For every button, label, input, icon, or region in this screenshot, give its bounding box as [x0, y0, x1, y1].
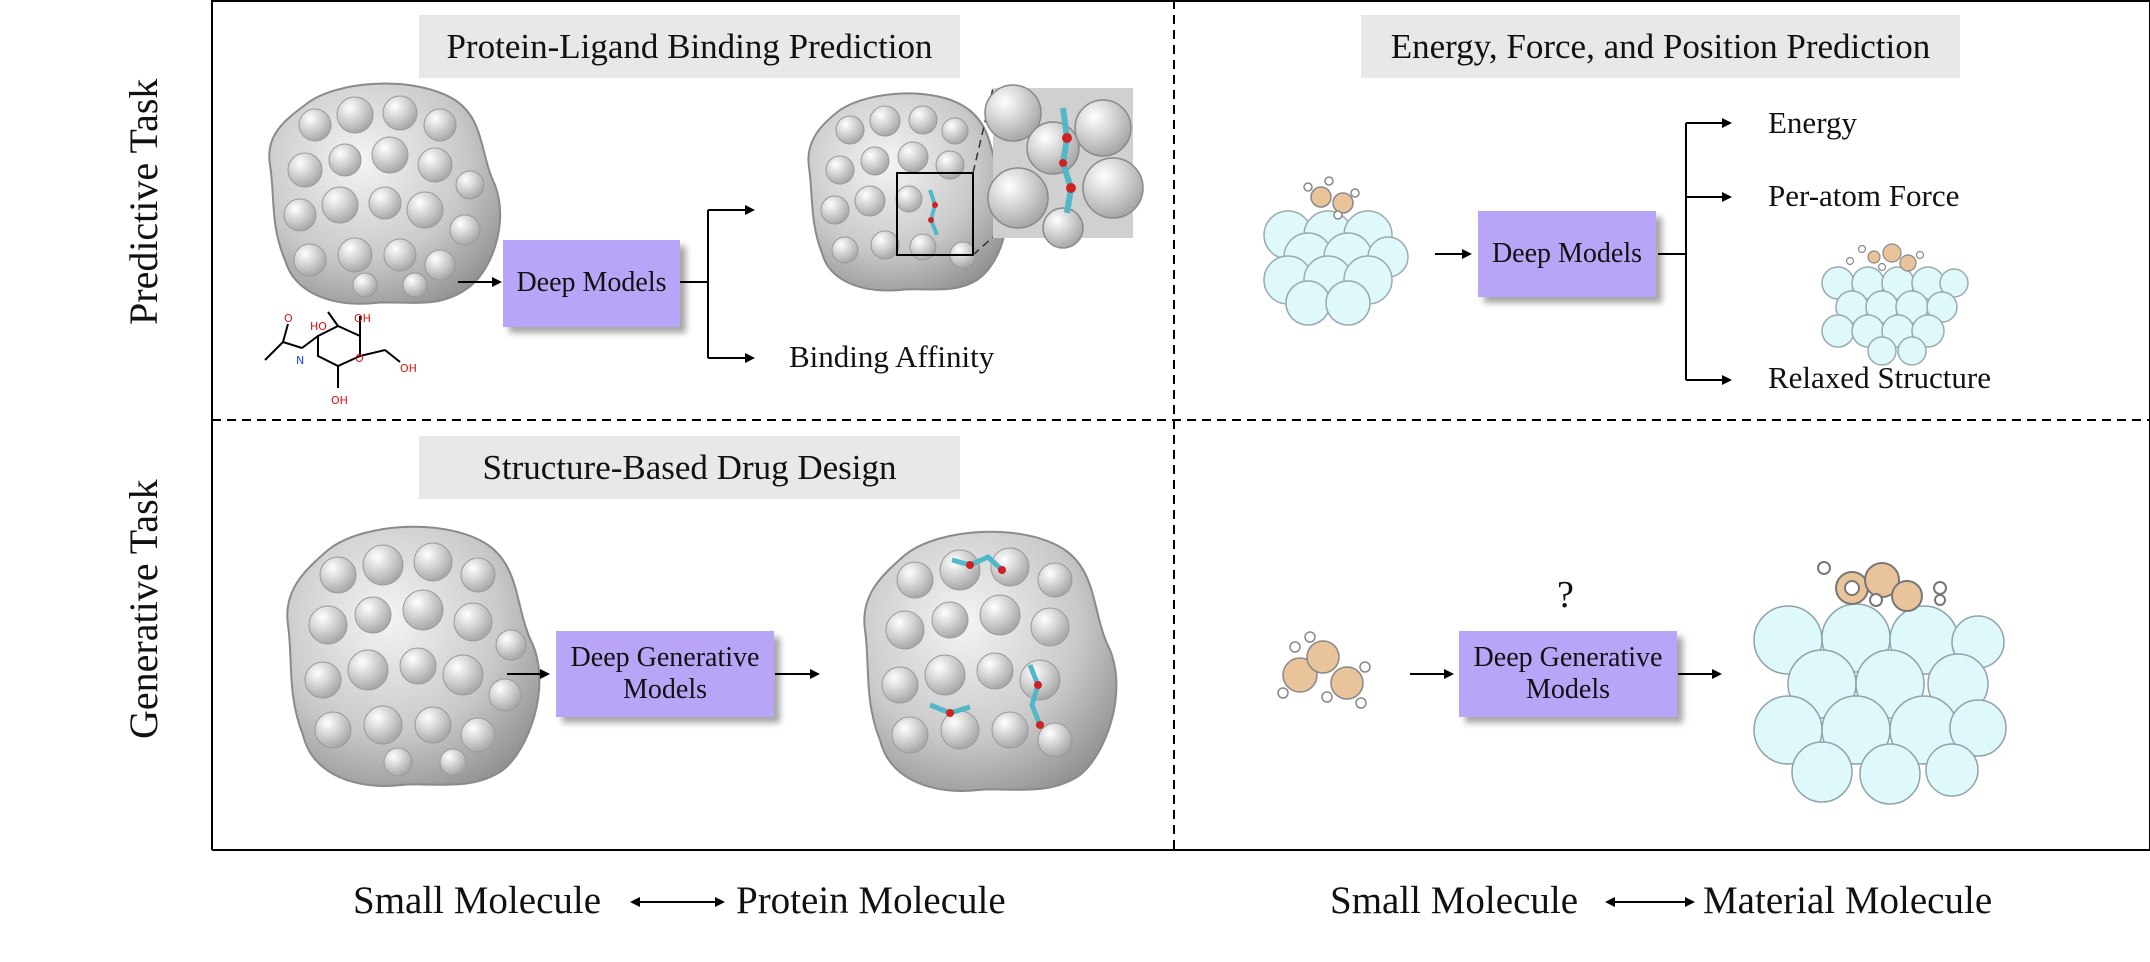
grid-frame [211, 0, 2150, 851]
atom-label: OH [400, 362, 417, 375]
protein-complex-icon [807, 92, 1008, 292]
output-energy: Energy [1768, 105, 1857, 140]
atom-label: HO [310, 320, 327, 333]
protein-surface-icon [286, 525, 541, 787]
flow-arrows [1435, 118, 1732, 385]
atom-label: OH [331, 394, 348, 407]
atom-label: O [355, 352, 364, 365]
output-relaxed-structure: Relaxed Structure [1768, 360, 1991, 395]
relaxed-structure-icon [1821, 243, 1969, 366]
generated-material-icon [1753, 561, 2007, 805]
generated-complex-icon [863, 530, 1118, 792]
atom-label: OH [354, 312, 371, 325]
atom-label: N [296, 354, 304, 367]
binding-pocket-zoom-icon [984, 84, 1144, 249]
row-label-predictive: Predictive Task [121, 78, 166, 325]
axis-right-small-molecule: Small Molecule [1330, 879, 1579, 922]
output-per-atom-force: Per-atom Force [1768, 178, 1960, 213]
question-mark: ? [1557, 574, 1574, 616]
deep-generative-models-box: Deep Generative Models [556, 631, 774, 717]
atom-label: O [284, 312, 293, 325]
output-binding-affinity: Binding Affinity [789, 339, 995, 374]
panel-title-structure-based-drug-design: Structure-Based Drug Design [419, 436, 960, 499]
panel-title-protein-ligand: Protein-Ligand Binding Prediction [419, 15, 960, 78]
axis-left-protein-molecule: Protein Molecule [736, 879, 1006, 922]
ligand-structure-icon [264, 311, 401, 388]
axis-right-material-molecule: Material Molecule [1703, 879, 1993, 922]
deep-models-box: Deep Models [503, 240, 680, 327]
small-molecule-icon [1277, 631, 1371, 709]
protein-surface-icon [268, 82, 502, 305]
deep-generative-models-box: Deep Generative Models [1459, 631, 1677, 717]
axis-left-small-molecule: Small Molecule [353, 879, 602, 922]
row-label-generative: Generative Task [121, 479, 166, 739]
panel-title-energy-force-position: Energy, Force, and Position Prediction [1361, 15, 1960, 78]
flow-arrows [458, 205, 755, 363]
deep-models-box: Deep Models [1478, 211, 1656, 297]
adsorbate-slab-input-icon [1263, 176, 1409, 326]
